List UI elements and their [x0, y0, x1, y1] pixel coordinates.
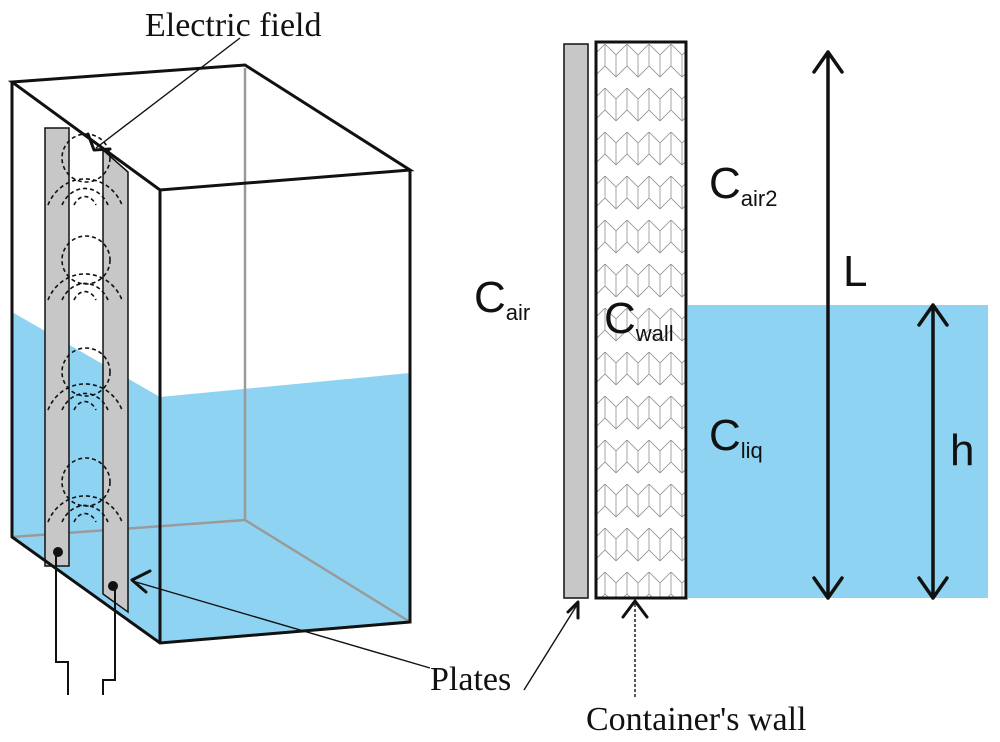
field-line-group-1 [47, 133, 123, 206]
height-symbol-h: h [950, 426, 974, 475]
c-wall-label: Cwall [604, 294, 674, 346]
field-line-group-4 [47, 457, 123, 523]
tank-liquid-front [12, 312, 160, 643]
left-tank-illustration [7, 63, 415, 695]
electric-field-pointer-head [86, 132, 112, 152]
c-air2-symbol: C [709, 159, 741, 208]
sensor-plate [563, 43, 589, 599]
dimension-arrow-h [917, 303, 949, 600]
plate-right-strip [102, 148, 129, 614]
c-wall-symbol: C [604, 294, 636, 343]
c-air-label: Cair [474, 273, 530, 325]
electric-field-label: Electric field [145, 7, 322, 44]
tank-liquid-side [160, 373, 410, 643]
plate-terminals [53, 547, 118, 695]
c-air-symbol: C [474, 273, 506, 322]
electric-field-pointer-line [95, 37, 241, 149]
c-wall-subscript: wall [635, 321, 674, 346]
electric-field-lines [47, 133, 123, 523]
wall-cross-section [563, 40, 988, 600]
c-liq-subscript: liq [741, 438, 763, 463]
c-air2-subscript: air2 [741, 186, 778, 211]
wall-pointer-head [621, 599, 649, 619]
terminal-wire-right [102, 590, 116, 695]
plates-pointer-head-right [566, 600, 580, 620]
plates-label: Plates [430, 661, 511, 698]
terminal-wire-left [55, 556, 69, 695]
c-liq-symbol: C [709, 411, 741, 460]
c-liq-label: Cliq [709, 411, 763, 463]
liquid-region [688, 305, 988, 598]
plate-left-strip [44, 127, 70, 567]
tank-outline [7, 63, 415, 645]
plates-pointer-line-left [135, 581, 431, 669]
dimension-arrow-L [812, 50, 844, 600]
terminal-dot-left [53, 547, 63, 557]
annotation-pointers [86, 37, 649, 697]
length-symbol-L: L [843, 247, 867, 296]
c-air2-label: Cair2 [709, 159, 777, 211]
container-wall-label: Container's wall [586, 701, 806, 738]
container-wall [594, 40, 688, 600]
plates-pointer-head-left [130, 569, 152, 594]
plates-pointer-line-right [523, 604, 578, 691]
terminal-dot-right [108, 581, 118, 591]
field-line-group-2 [47, 235, 123, 301]
diagram-labels: Electric field Plates Container's wall L… [145, 7, 974, 738]
c-air-subscript: air [506, 300, 530, 325]
field-line-group-3 [47, 347, 123, 411]
